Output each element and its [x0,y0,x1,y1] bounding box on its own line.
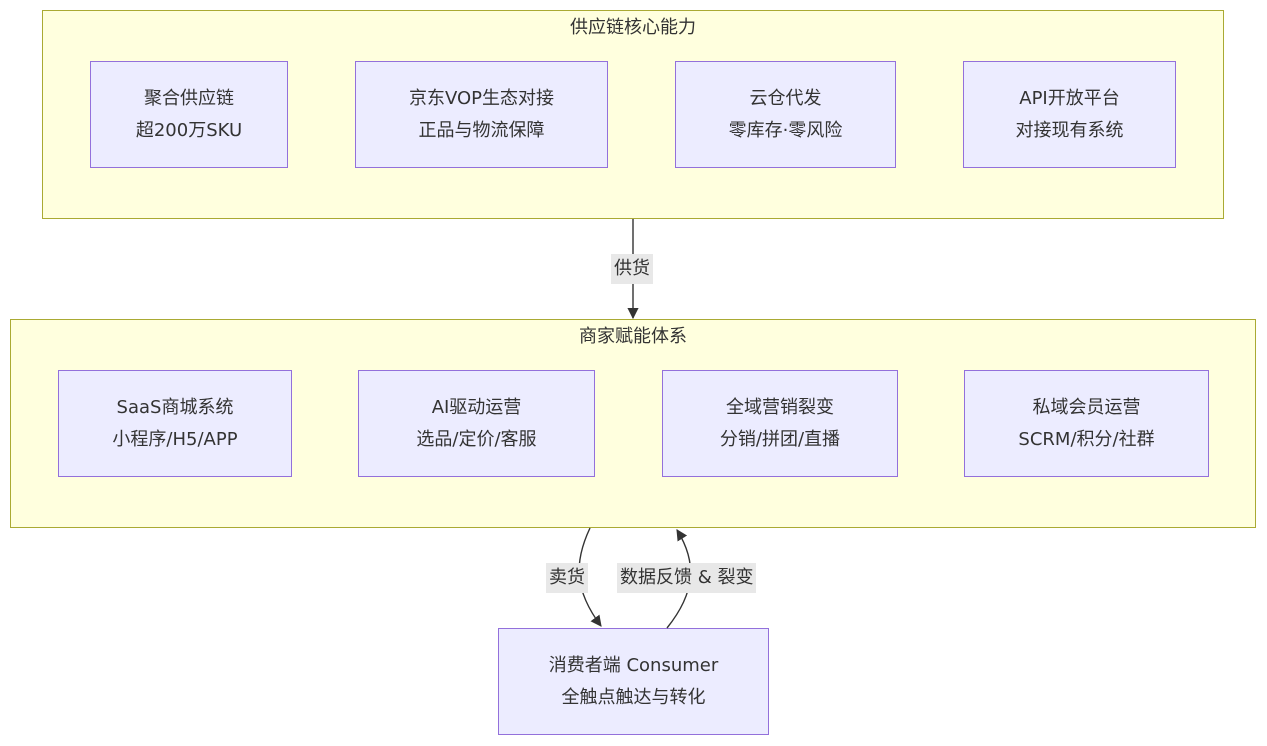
node-aggregated-supply-title: 聚合供应链 [144,87,234,109]
merchant-cluster-title: 商家赋能体系 [579,326,687,347]
node-private-membership-desc: SCRM/积分/社群 [1018,428,1155,450]
node-consumer-title: 消费者端 Consumer [548,654,719,676]
node-jd-vop-title: 京东VOP生态对接 [408,87,555,109]
node-private-membership[interactable]: 私域会员运营 SCRM/积分/社群 [964,370,1209,477]
edge-label-feedback: 数据反馈 & 裂变 [617,563,757,593]
node-private-membership-title: 私域会员运营 [1032,396,1141,418]
node-omnichannel-marketing-title: 全域营销裂变 [726,396,834,418]
node-jd-vop-desc: 正品与物流保障 [418,119,545,141]
node-cloud-warehouse-title: 云仓代发 [749,87,822,109]
supply-chain-cluster-title: 供应链核心能力 [570,17,696,38]
edge-label-supply: 供货 [611,254,653,284]
node-api-platform-desc: 对接现有系统 [1015,119,1124,141]
node-omnichannel-marketing-desc: 分销/拼团/直播 [719,428,841,450]
node-api-platform[interactable]: API开放平台 对接现有系统 [963,61,1176,168]
node-ai-operations[interactable]: AI驱动运营 选品/定价/客服 [358,370,595,477]
node-api-platform-title: API开放平台 [1019,87,1120,109]
node-saas-mall-desc: 小程序/H5/APP [112,428,238,450]
node-ai-operations-title: AI驱动运营 [431,396,522,418]
node-cloud-warehouse-desc: 零库存·零风险 [728,119,843,141]
node-saas-mall-title: SaaS商城系统 [116,396,234,418]
node-consumer[interactable]: 消费者端 Consumer 全触点触达与转化 [498,628,769,735]
node-aggregated-supply[interactable]: 聚合供应链 超200万SKU [90,61,288,168]
edge-label-sell: 卖货 [546,563,588,593]
node-aggregated-supply-desc: 超200万SKU [135,119,243,141]
node-saas-mall[interactable]: SaaS商城系统 小程序/H5/APP [58,370,292,477]
node-ai-operations-desc: 选品/定价/客服 [416,428,537,450]
node-cloud-warehouse[interactable]: 云仓代发 零库存·零风险 [675,61,896,168]
node-omnichannel-marketing[interactable]: 全域营销裂变 分销/拼团/直播 [662,370,898,477]
node-consumer-desc: 全触点触达与转化 [561,686,706,708]
node-jd-vop[interactable]: 京东VOP生态对接 正品与物流保障 [355,61,608,168]
